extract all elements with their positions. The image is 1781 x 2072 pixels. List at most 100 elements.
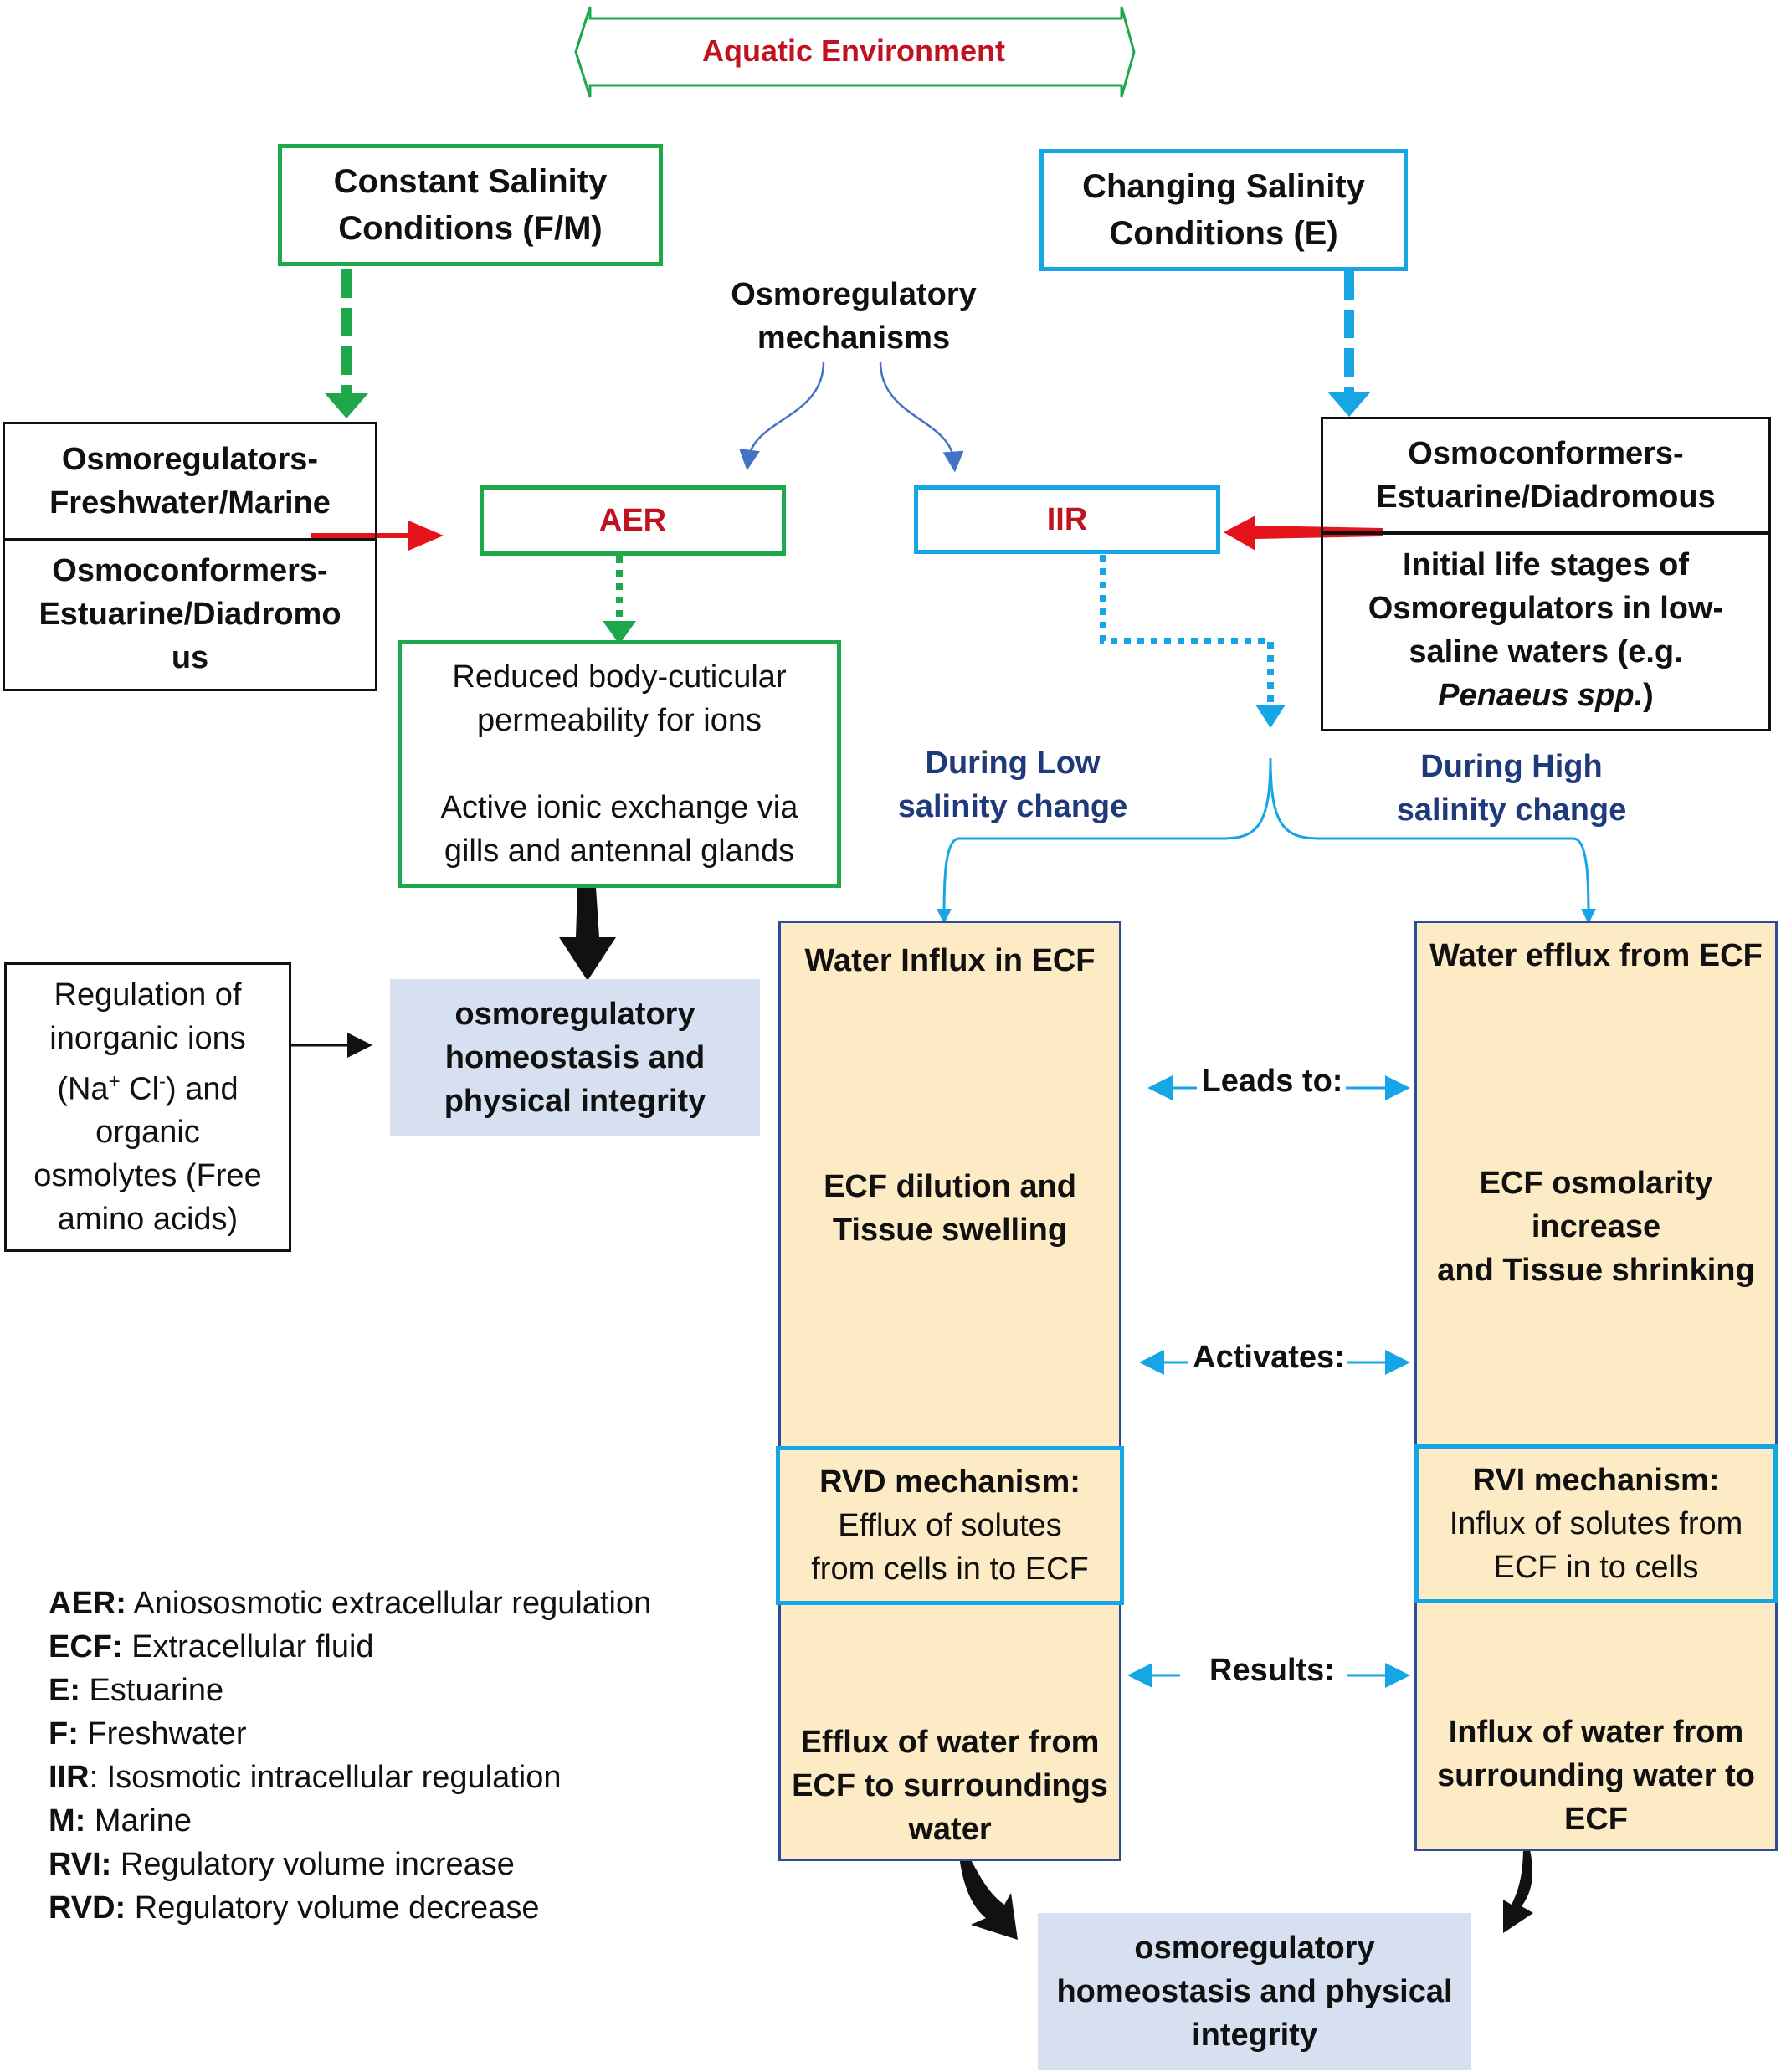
low-step4-line1: Efflux of water from — [800, 1725, 1100, 1760]
low-step4-line2: ECF to surroundings — [792, 1768, 1108, 1803]
low-salinity-label: During Low salinity change — [870, 741, 1155, 828]
high-step2-line1: ECF osmolarity increase — [1479, 1166, 1713, 1244]
chloride-charge: - — [159, 1069, 167, 1093]
low-step4: Efflux of water from ECF to surroundings… — [778, 1721, 1121, 1851]
homeo-left-line1: osmoregulatory — [454, 997, 695, 1032]
low-step2-line2: Tissue swelling — [832, 1213, 1068, 1248]
ions-paren-open: (Na — [57, 1071, 109, 1107]
aer-detail-line4: gills and antennal glands — [444, 833, 795, 869]
aer-detail-line3: Active ionic exchange via — [440, 790, 798, 825]
ions-line5: osmolytes (Free — [33, 1158, 262, 1194]
right-osmoconformers-section: Osmoconformers- Estuarine/Diadromous — [1323, 419, 1768, 535]
low-step4-line3: water — [908, 1812, 992, 1847]
high-step4: Influx of water from surrounding water t… — [1414, 1710, 1778, 1841]
legend-item: RVD: Regulatory volume decrease — [49, 1890, 540, 1926]
right-top-line2: Estuarine/Diadromous — [1376, 480, 1716, 515]
mechanisms-line2: mechanisms — [757, 321, 951, 356]
legend-item: ECF: Extracellular fluid — [49, 1629, 374, 1664]
ions-line2: inorganic ions — [49, 1020, 246, 1056]
high-step2-line2: and Tissue shrinking — [1437, 1253, 1755, 1288]
legend-item: AER: Aniososmotic extracellular regulati… — [49, 1586, 652, 1621]
legend-item: M: Marine — [49, 1803, 192, 1839]
left-osmoconformers-section: Osmoconformers- Estuarine/Diadromo us — [5, 541, 375, 680]
ions-line4: organic — [95, 1115, 200, 1151]
left-classification-box: Osmoregulators- Freshwater/Marine Osmoco… — [3, 422, 377, 691]
legend-item: RVI: Regulatory volume increase — [49, 1847, 515, 1882]
ions-and: ) and — [166, 1071, 239, 1107]
rvd-line3: from cells in to ECF — [811, 1551, 1089, 1587]
low-step2: ECF dilution and Tissue swelling — [778, 1165, 1121, 1252]
abbreviation-legend: AER: Aniososmotic extracellular regulati… — [49, 1582, 651, 1930]
low-label-line2: salinity change — [897, 789, 1128, 824]
legend-item: E: Estuarine — [49, 1673, 224, 1708]
homeostasis-bottom-panel: osmoregulatory homeostasis and physical … — [1038, 1913, 1471, 2070]
right-bot-line2: Osmoregulators in low- — [1368, 591, 1724, 626]
mechanisms-line1: Osmoregulatory — [731, 277, 977, 312]
homeo-left-line3: physical integrity — [444, 1084, 706, 1119]
right-top-line1: Osmoconformers- — [1408, 436, 1684, 471]
rvi-mechanism-box: RVI mechanism: Influx of solutes from EC… — [1414, 1444, 1778, 1603]
rvd-mechanism-box: RVD mechanism: Efflux of solutes from ce… — [776, 1446, 1124, 1605]
rvd-line1: RVD mechanism: — [819, 1464, 1080, 1500]
low-label-line1: During Low — [925, 746, 1101, 781]
legend-item: IIR: Isosmotic intracellular regulation — [49, 1760, 562, 1795]
aer-detail-box: Reduced body-cuticular permeability for … — [398, 640, 841, 888]
aer-detail-line2: permeability for ions — [476, 703, 762, 738]
changing-salinity-line1: Changing Salinity — [1082, 168, 1365, 205]
iir-label: IIR — [1046, 501, 1088, 537]
left-bot-line3: us — [171, 640, 209, 675]
high-step4-line1: Influx of water from — [1448, 1715, 1744, 1750]
low-step2-line1: ECF dilution and — [824, 1169, 1076, 1204]
left-osmoregulators-section: Osmoregulators- Freshwater/Marine — [5, 424, 375, 541]
low-salinity-column — [778, 921, 1121, 1861]
species-close-paren: ) — [1643, 678, 1654, 713]
homeostasis-left-panel: osmoregulatory homeostasis and physical … — [390, 979, 760, 1136]
right-bot-line3: saline waters (e.g. — [1409, 634, 1683, 669]
legend-item: F: Freshwater — [49, 1716, 247, 1751]
homeo-bottom-line3: integrity — [1192, 2018, 1317, 2053]
aer-label: AER — [598, 502, 667, 538]
homeo-left-line2: homeostasis and — [444, 1040, 706, 1075]
low-step1: Water Influx in ECF — [804, 943, 1096, 978]
environment-title: Aquatic Environment — [701, 33, 1006, 68]
high-step4-line2: surrounding water to — [1437, 1758, 1755, 1793]
rvi-line2: Influx of solutes from — [1449, 1506, 1743, 1541]
right-classification-box: Osmoconformers- Estuarine/Diadromous Ini… — [1321, 417, 1771, 731]
homeo-bottom-line2: homeostasis and physical — [1056, 1974, 1453, 2009]
constant-salinity-line2: Conditions (F/M) — [338, 210, 603, 247]
rvi-line1: RVI mechanism: — [1472, 1463, 1720, 1498]
ions-line6: amino acids) — [57, 1202, 239, 1238]
aer-box: AER — [480, 485, 786, 556]
constant-salinity-box: Constant Salinity Conditions (F/M) — [278, 144, 663, 266]
high-step4-line3: ECF — [1564, 1802, 1628, 1837]
high-label-line2: salinity change — [1396, 792, 1627, 828]
high-label-line1: During High — [1420, 749, 1603, 784]
aer-detail-line1: Reduced body-cuticular — [452, 659, 787, 695]
high-step1: Water efflux from ECF — [1429, 938, 1763, 973]
high-step2: ECF osmolarity increase and Tissue shrin… — [1414, 1162, 1778, 1292]
results-label: Results: — [1209, 1653, 1335, 1688]
constant-salinity-line1: Constant Salinity — [333, 163, 608, 200]
left-top-line2: Freshwater/Marine — [49, 485, 331, 521]
chloride-label: Cl — [120, 1071, 160, 1107]
leads-to-label: Leads to: — [1201, 1064, 1343, 1099]
rvd-line2: Efflux of solutes — [838, 1508, 1062, 1543]
right-life-stages-section: Initial life stages of Osmoregulators in… — [1323, 535, 1768, 717]
species-name: Penaeus spp. — [1438, 678, 1644, 713]
changing-salinity-line2: Conditions (E) — [1109, 215, 1338, 252]
sodium-charge: + — [108, 1069, 121, 1093]
high-salinity-label: During High salinity change — [1369, 745, 1654, 832]
high-salinity-column — [1414, 921, 1778, 1851]
left-bot-line1: Osmoconformers- — [52, 553, 328, 588]
mechanisms-label: Osmoregulatory mechanisms — [686, 273, 1021, 360]
ions-line1: Regulation of — [54, 977, 242, 1013]
right-bot-line4: Penaeus spp.) — [1438, 674, 1654, 717]
left-bot-line2: Estuarine/Diadromo — [38, 597, 341, 632]
activates-label: Activates: — [1193, 1340, 1345, 1375]
iir-box: IIR — [914, 485, 1220, 554]
changing-salinity-box: Changing Salinity Conditions (E) — [1039, 149, 1408, 271]
environment-double-arrow — [574, 6, 1136, 98]
ions-regulation-box: Regulation of inorganic ions (Na+ Cl-) a… — [4, 962, 291, 1252]
homeo-bottom-line1: osmoregulatory — [1134, 1931, 1375, 1966]
right-bot-line1: Initial life stages of — [1402, 547, 1690, 582]
